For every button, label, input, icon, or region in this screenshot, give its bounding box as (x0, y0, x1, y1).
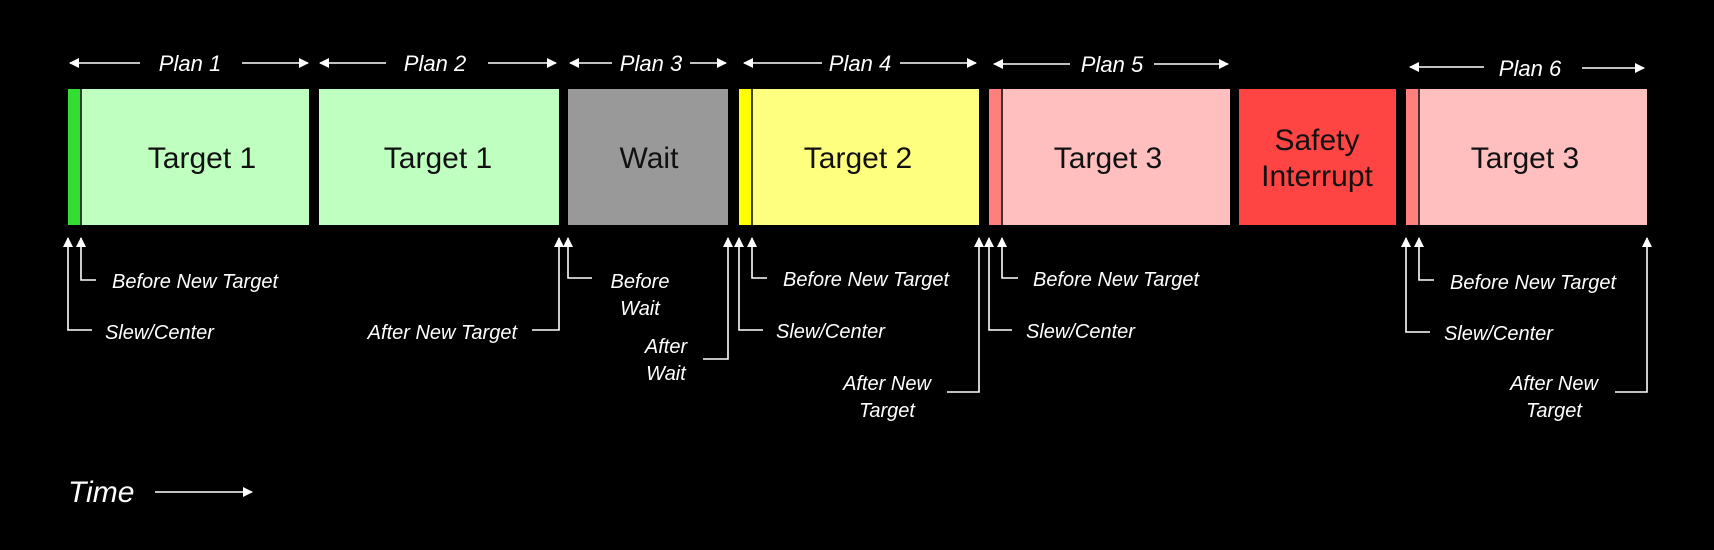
annotation-slew-center: Slew/Center (105, 322, 215, 344)
plan-5-label: Plan 5 (1081, 52, 1144, 77)
annotation-slew-center: Slew/Center (1444, 323, 1554, 345)
block-plan-5: Target 3 (989, 89, 1230, 225)
annotation-before-new-target: Before New Target (112, 271, 279, 293)
annotation-plan-4: Before New Target Slew/Center After New … (734, 237, 984, 422)
slew-center-segment (1406, 89, 1418, 225)
block-1-label: Target 1 (148, 142, 256, 175)
annotation-after-new-target-line-2: Target (859, 400, 916, 422)
plan-4-label: Plan 4 (829, 51, 891, 76)
block-4-label: Target 2 (804, 142, 912, 175)
plan-6-label: Plan 6 (1499, 56, 1562, 81)
plan-3-label: Plan 3 (620, 51, 683, 76)
block-2-label: Target 1 (384, 142, 492, 175)
plan-5-span: Plan 5 (993, 52, 1229, 77)
time-axis: Time (68, 476, 253, 509)
block-plan-4: Target 2 (739, 89, 979, 225)
block-plan-2: Target 1 (319, 89, 559, 225)
block-6-label-line-2: Interrupt (1261, 160, 1373, 193)
block-7-label: Target 3 (1471, 142, 1579, 175)
block-plan-6: Target 3 (1406, 89, 1647, 225)
annotation-after-wait-line-1: After (644, 336, 689, 358)
plan-6-span: Plan 6 (1409, 56, 1645, 81)
plan-2-label: Plan 2 (404, 51, 466, 76)
slew-center-segment (989, 89, 1001, 225)
annotation-after-new-target-line-1: After New (842, 373, 932, 395)
slew-center-segment (739, 89, 751, 225)
annotation-plan-2: After New Target (367, 237, 564, 344)
plan-3-span: Plan 3 (569, 51, 727, 76)
annotation-plan-1: Before New Target Slew/Center (63, 237, 279, 344)
annotation-slew-center: Slew/Center (1026, 321, 1136, 343)
annotation-before-wait-line-2: Wait (620, 298, 661, 320)
plan-2-span: Plan 2 (319, 51, 557, 76)
block-5-label: Target 3 (1054, 142, 1162, 175)
time-label: Time (68, 476, 134, 509)
block-plan-3: Wait (568, 89, 728, 225)
annotation-plan-3: Before Wait After Wait (563, 237, 733, 385)
annotation-before-new-target: Before New Target (1450, 272, 1617, 294)
annotation-after-wait-line-2: Wait (646, 363, 687, 385)
block-6-label-line-1: Safety (1274, 124, 1359, 157)
annotation-after-new-target-line-1: After New (1509, 373, 1599, 395)
annotation-before-new-target: Before New Target (1033, 269, 1200, 291)
annotation-before-new-target: Before New Target (783, 269, 950, 291)
slew-center-segment (68, 89, 80, 225)
block-plan-1: Target 1 (68, 89, 309, 225)
annotation-plan-5: Before New Target Slew/Center (984, 237, 1200, 343)
annotation-slew-center: Slew/Center (776, 321, 886, 343)
plan-1-span: Plan 1 (69, 51, 309, 76)
annotation-after-new-target: After New Target (367, 322, 519, 344)
annotation-after-new-target-line-2: Target (1526, 400, 1583, 422)
plan-4-span: Plan 4 (743, 51, 977, 76)
plan-1-label: Plan 1 (159, 51, 221, 76)
block-3-label: Wait (620, 142, 680, 175)
block-safety-interrupt: Safety Interrupt (1239, 89, 1396, 225)
annotation-plan-6: Before New Target Slew/Center After New … (1401, 237, 1652, 422)
annotation-before-wait-line-1: Before (611, 271, 670, 293)
